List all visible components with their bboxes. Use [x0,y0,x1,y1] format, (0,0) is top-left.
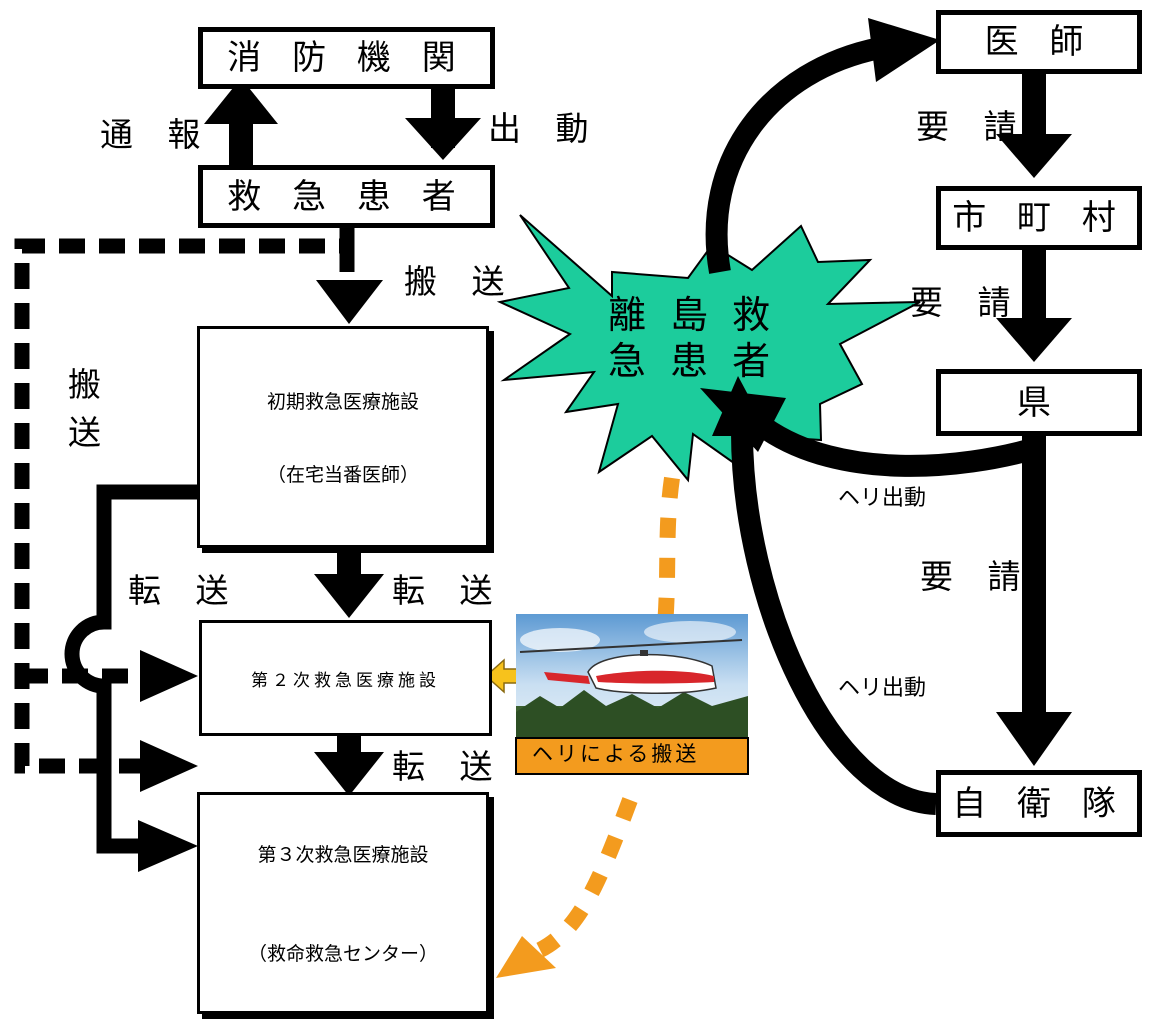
request-arrow-prefecture-sdf [996,436,1072,766]
label-heli-dispatch-1: ヘリ出動 [838,486,927,511]
transfer-arrow-secondary-tertiary [314,734,384,796]
sdf-box: 自 衛 隊 [936,770,1142,837]
sdf-label: 自 衛 隊 [952,783,1126,824]
sdf-heli-arrowhead [712,376,770,436]
heli-label-bg [515,737,749,775]
patient-label: 救 急 患 者 [227,176,466,217]
dotted-arrowhead-secondary [140,650,198,702]
tertiary-facility-name: 第３次救急医療施設 [257,844,429,866]
dotted-transport-route [14,228,355,774]
municipality-box: 市 町 村 [936,186,1142,250]
fire-dept-label: 消 防 機 関 [227,38,466,78]
label-report: 通 報 [100,115,213,154]
label-request-3: 要 請 [920,557,1033,596]
island-patient-burst [496,214,921,483]
report-arrow [204,78,278,178]
request-arrow-municipality-prefecture [996,250,1072,362]
request-arrow-doctor-municipality [996,74,1072,178]
helicopter-route-arrowhead [496,936,556,978]
label-request-1: 要 請 [916,107,1029,146]
label-heli-dispatch-2: ヘリ出動 [838,676,927,701]
label-transport-top: 搬 送 [404,262,517,301]
secondary-facility-box: 第２次救急医療施設 [199,620,492,736]
fire-dept-box: 消 防 機 関 [198,27,495,89]
label-heli-transport: ヘリによる搬送 [532,742,700,766]
label-dispatch: 出 動 [488,109,601,148]
island-patient-line1: 離 島 救 [608,293,777,337]
doctor-label: 医 師 [984,22,1094,62]
municipality-label: 市 町 村 [952,198,1126,238]
transport-arrowhead-primary [316,280,383,324]
helicopter-photo [516,614,748,742]
dotted-route-arrowhead-tertiary [140,740,198,792]
doctor-dispatch-curve [705,37,883,274]
label-transfer-mid: 転 送 [392,571,505,610]
dispatch-arrow [405,88,481,160]
label-transport-left-1: 搬 [68,365,113,404]
island-patient-text: 離 島 救 急 患 者 [608,292,776,385]
primary-transfer-route [64,484,200,854]
tertiary-facility-note: （救命救急センター） [247,943,438,965]
prefecture-heli-curve [758,418,1040,477]
sdf-heli-curve [731,431,937,815]
doctor-box: 医 師 [936,10,1142,74]
prefecture-box: 県 [936,369,1142,436]
label-transfer-left: 転 送 [128,571,241,610]
transfer-arrowhead-tertiary [138,820,198,872]
tertiary-facility-box: 第３次救急医療施設 （救命救急センター） [197,792,489,1014]
label-transfer-low: 転 送 [392,747,505,786]
primary-facility-note: （在宅当番医師） [266,464,419,486]
primary-facility-name: 初期救急医療施設 [266,391,419,413]
prefecture-label: 県 [1017,382,1061,423]
patient-box: 救 急 患 者 [198,165,495,228]
transfer-arrow-primary-secondary [314,552,384,618]
label-transport-left-2: 送 [68,413,113,452]
label-request-2: 要 請 [910,283,1023,322]
doctor-arrowhead [868,18,940,82]
island-patient-line2: 急 患 者 [608,339,777,384]
secondary-facility-name: 第２次救急医療施設 [251,670,440,691]
primary-facility-box: 初期救急医療施設 （在宅当番医師） [197,326,489,548]
